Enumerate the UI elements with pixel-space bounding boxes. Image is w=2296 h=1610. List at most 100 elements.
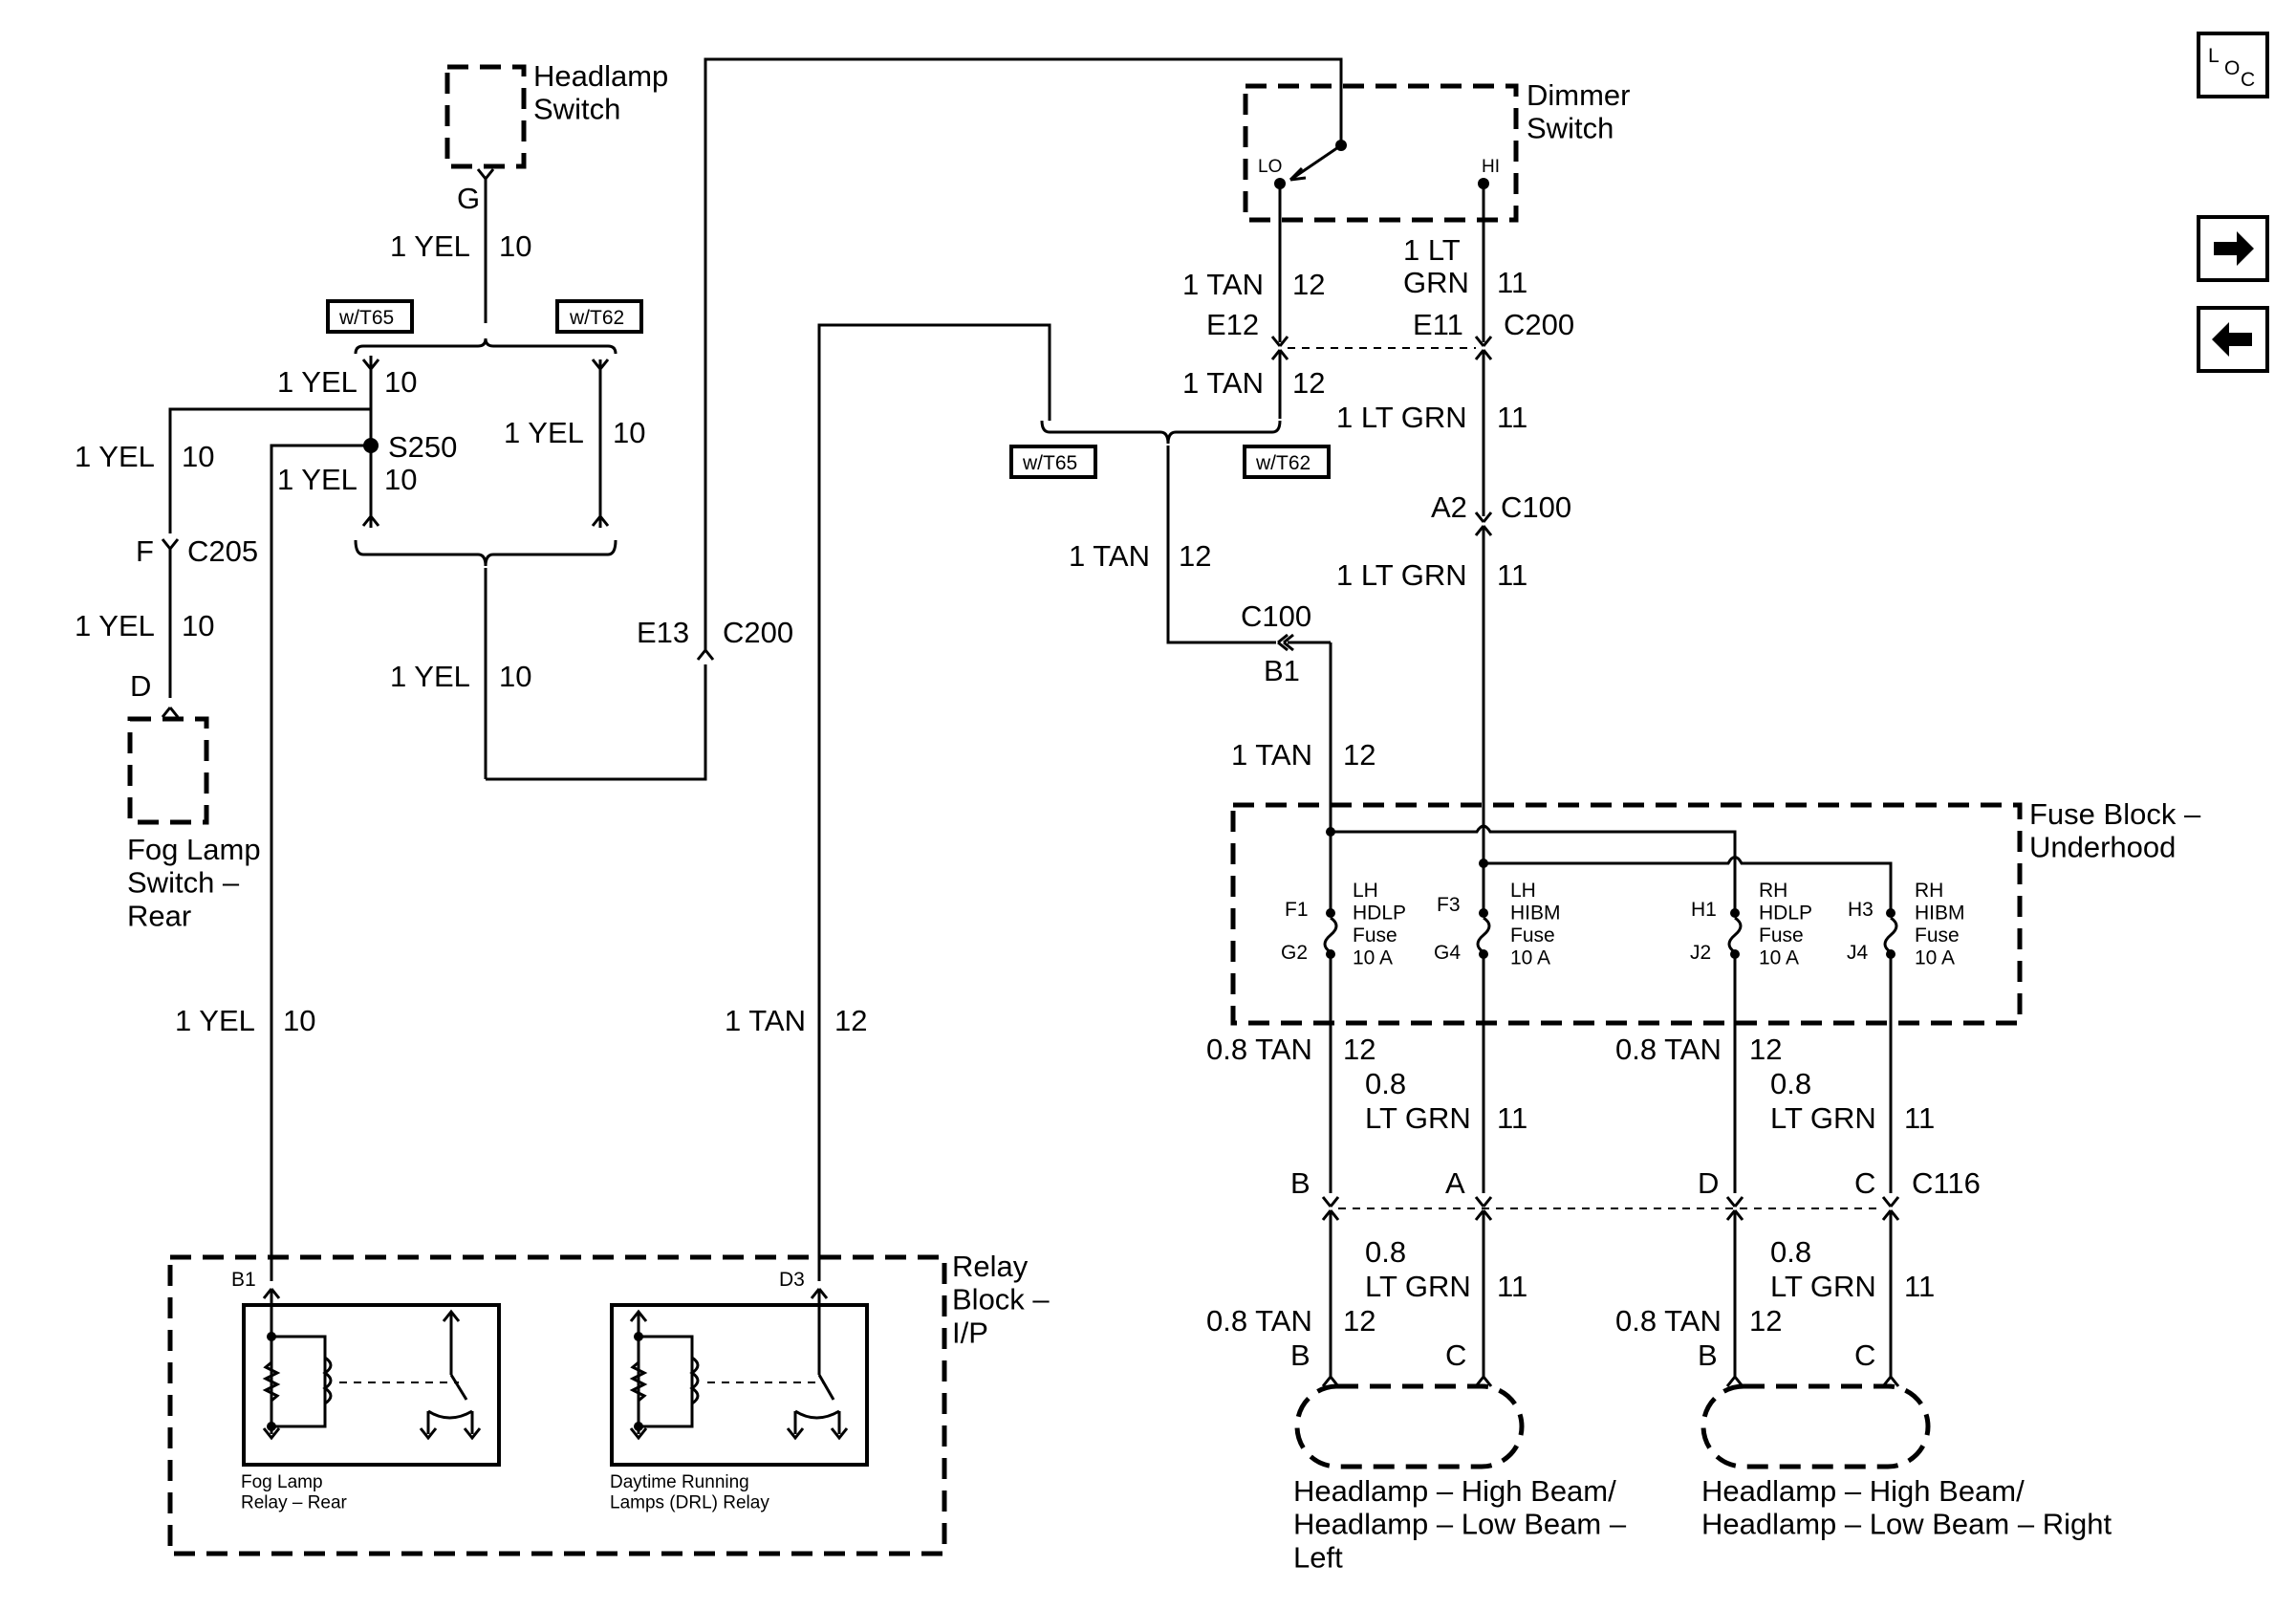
conn-hl-right-c: C xyxy=(1854,1338,1875,1372)
fuse-rh-hdlp-in: H1 xyxy=(1691,899,1717,921)
wire-ckt-tan08-1: 12 xyxy=(1343,1033,1375,1066)
arrow-right-icon xyxy=(2214,231,2254,266)
headlamp-left: Headlamp – High Beam/Headlamp – Low Beam… xyxy=(1293,1383,1627,1574)
wire-label-ltgrn08-2: LT GRN xyxy=(1770,1101,1876,1135)
wire-ckt-tan08-3: 12 xyxy=(1343,1304,1375,1338)
wire-label-ltgrn08-4: LT GRN xyxy=(1770,1270,1876,1303)
wire-label-tan08-1: 0.8 TAN xyxy=(1206,1033,1312,1066)
wire-label-yel-2: 1 YEL xyxy=(277,365,357,399)
headlamp-left-label: Headlamp – High Beam/Headlamp – Low Beam… xyxy=(1293,1474,1627,1574)
fuse-lh-hibm-out: G4 xyxy=(1434,942,1461,964)
wire-label-grn: GRN xyxy=(1403,266,1469,299)
wire-label-tan-3: 1 TAN xyxy=(725,1004,806,1037)
wire-ckt-tan-3: 12 xyxy=(834,1004,867,1037)
conn-hl-right-b: B xyxy=(1698,1338,1718,1372)
wire-ckt-yel-7: 10 xyxy=(283,1004,315,1037)
conn-e13: E13 xyxy=(637,616,689,649)
conn-d-fog: D xyxy=(130,669,151,703)
wire-ckt-yel-1: 10 xyxy=(499,229,531,263)
option-t62-left: w/T62 xyxy=(569,307,624,329)
location-button[interactable]: L O C xyxy=(2197,32,2269,98)
conn-c116: C116 xyxy=(1912,1166,1981,1200)
dimmer-hi-label: HI xyxy=(1482,157,1500,177)
dimmer-lo-label: LO xyxy=(1258,157,1282,177)
wire-ckt-ltgrn08-4: 11 xyxy=(1904,1270,1935,1303)
wire-label-yel-6: 1 YEL xyxy=(75,609,155,642)
wire-label-yel-4: 1 YEL xyxy=(277,463,357,496)
fuse-lh-hibm-in: F3 xyxy=(1437,894,1461,916)
headlamp-right: Headlamp – High Beam/Headlamp – Low Beam… xyxy=(1700,1383,2112,1541)
conn-c205: C205 xyxy=(187,534,258,568)
fuse-block-label: Fuse Block –Underhood xyxy=(2029,797,2201,864)
option-t62-right: w/T62 xyxy=(1255,452,1310,474)
wire-label-ltgrn-2: 1 LT GRN xyxy=(1336,558,1467,592)
wire-ckt-yel-2: 10 xyxy=(384,365,417,399)
wire-gauge-ltgrn-4: 0.8 xyxy=(1770,1235,1811,1269)
conn-c100-b1: C100 xyxy=(1241,599,1311,633)
loc-letter-o: O xyxy=(2224,57,2240,79)
wire-label-tan-4: 1 TAN xyxy=(1069,539,1150,573)
loc-letter-l: L xyxy=(2208,45,2220,67)
wire-ckt-ltgrn08-2: 11 xyxy=(1904,1101,1935,1135)
conn-hl-left-c: C xyxy=(1445,1338,1466,1372)
wire-ckt-tan08-4: 12 xyxy=(1749,1304,1782,1338)
wire-ckt-ltgrn-2: 11 xyxy=(1497,401,1527,434)
conn-b1-c100: B1 xyxy=(1264,654,1300,687)
conn-c116-a: A xyxy=(1445,1166,1465,1200)
wire-ckt-yel-3: 10 xyxy=(613,416,645,449)
wire-label-tan-2: 1 TAN xyxy=(1182,366,1264,400)
wire-label-tan08-2: 0.8 TAN xyxy=(1615,1033,1722,1066)
conn-hl-left-b: B xyxy=(1290,1338,1310,1372)
conn-c200-yel: C200 xyxy=(723,616,793,649)
headlamp-right-label: Headlamp – High Beam/Headlamp – Low Beam… xyxy=(1701,1474,2112,1541)
fuse-rh-hibm-in: H3 xyxy=(1848,899,1874,921)
previous-page-button[interactable] xyxy=(2197,306,2269,373)
wire-label-ltgrn-1: 1 LT GRN xyxy=(1336,401,1467,434)
wire-ckt-tan08-2: 12 xyxy=(1749,1033,1782,1066)
wire-ckt-yel-6: 10 xyxy=(182,609,214,642)
fuse-lh-hdlp-out: G2 xyxy=(1281,942,1308,964)
conn-f: F xyxy=(136,534,154,568)
wire-label-ltgrn08-1: LT GRN xyxy=(1365,1101,1471,1135)
wire-gauge-ltgrn-2: 0.8 xyxy=(1770,1067,1811,1100)
wire-ckt-yel-8: 10 xyxy=(499,660,531,693)
wire-gauge-ltgrn-1: 0.8 xyxy=(1365,1067,1406,1100)
wire-label-yel-5: 1 YEL xyxy=(75,440,155,473)
conn-c200-dimmer: C200 xyxy=(1504,308,1574,341)
wire-label-tan08-4: 0.8 TAN xyxy=(1615,1304,1722,1338)
wire-ckt-ltgrn08-3: 11 xyxy=(1497,1270,1527,1303)
wire-label-yel-7: 1 YEL xyxy=(175,1004,255,1037)
option-t65-left: w/T65 xyxy=(338,307,394,329)
wire-ckt-tan-4: 12 xyxy=(1179,539,1211,573)
wire-ckt-tan-2: 12 xyxy=(1292,366,1325,400)
wire-ckt-tan-5: 12 xyxy=(1343,738,1375,772)
wire-label-tan08-3: 0.8 TAN xyxy=(1206,1304,1312,1338)
arrow-left-icon xyxy=(2212,322,2252,357)
wire-label-tan-1: 1 TAN xyxy=(1182,268,1264,301)
conn-g: G xyxy=(457,182,480,215)
conn-e12: E12 xyxy=(1206,308,1259,341)
wire-ckt-tan-1: 12 xyxy=(1292,268,1325,301)
option-t65-right: w/T65 xyxy=(1022,452,1077,474)
next-page-button[interactable] xyxy=(2197,215,2269,282)
